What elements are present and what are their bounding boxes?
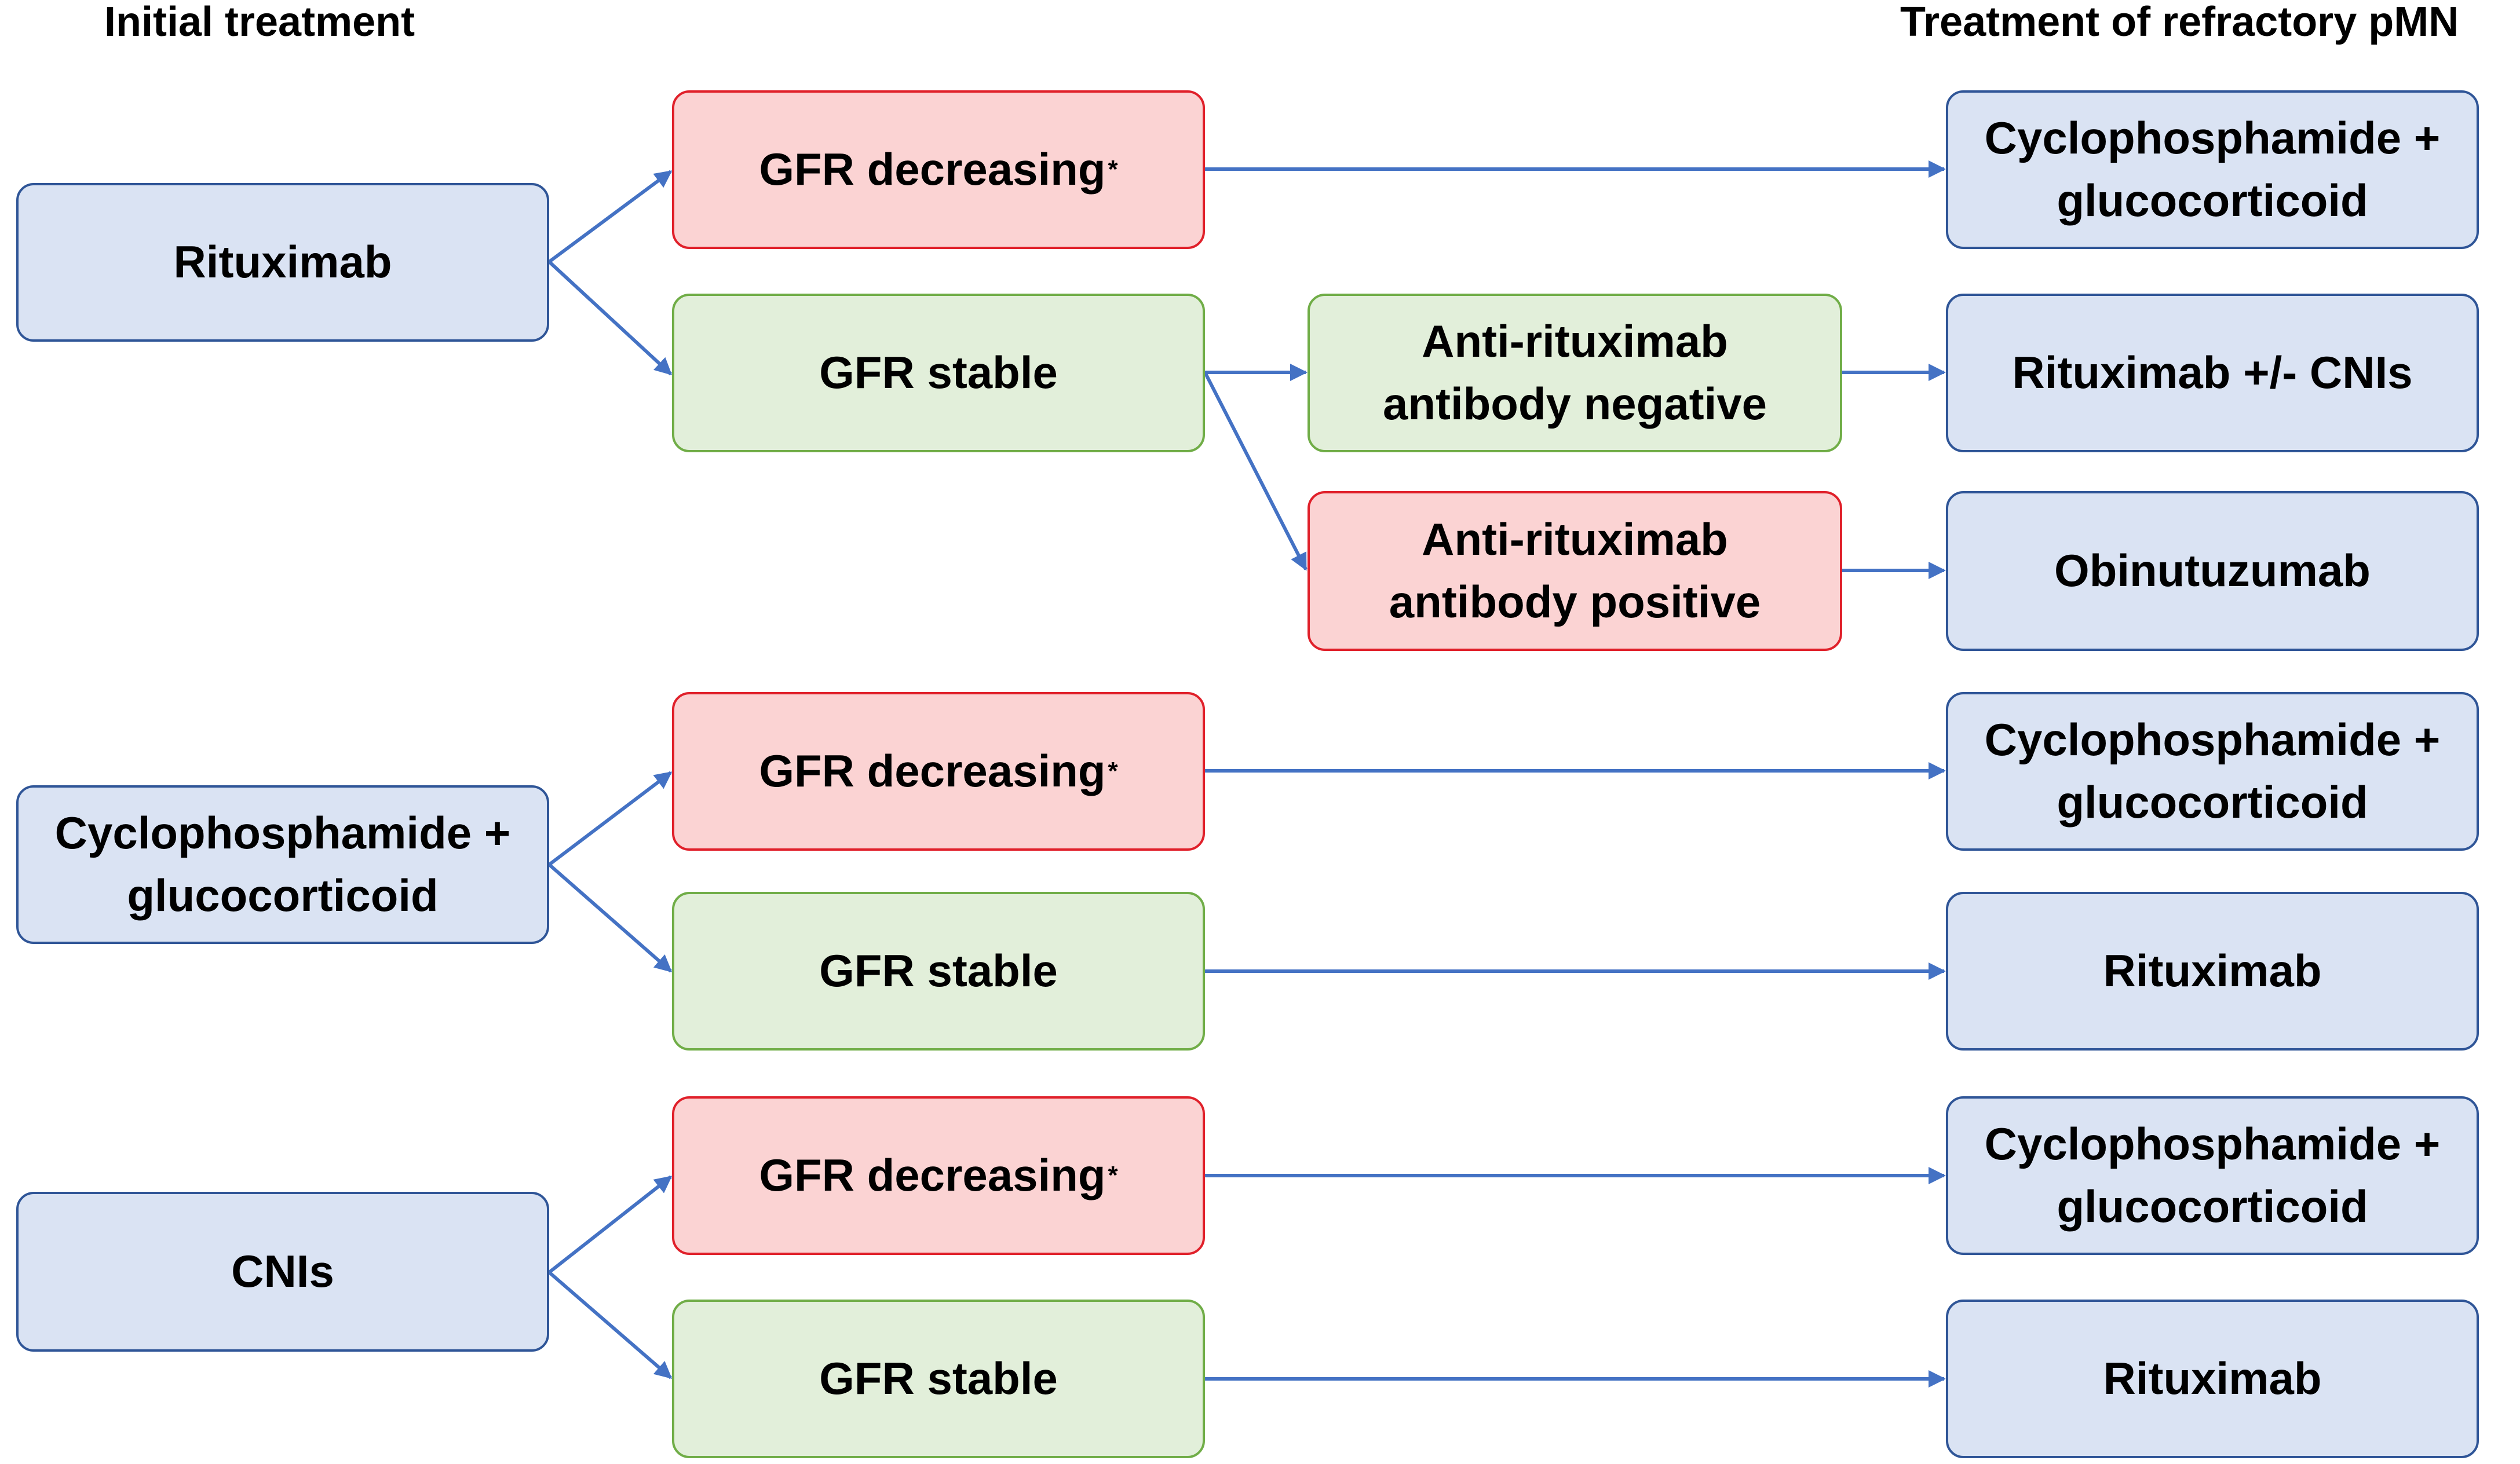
initial-rituximab-box: Rituximab (16, 183, 549, 342)
gfr-decreasing-box: GFR decreasing* (672, 1096, 1205, 1255)
gfr-decreasing-box: GFR decreasing* (672, 90, 1205, 249)
gfr-decreasing-label: GFR decreasing (759, 1150, 1106, 1201)
gfr-stable-label: GFR stable (819, 945, 1058, 997)
gfr-stable-label: GFR stable (819, 347, 1058, 398)
gfr-stable-box: GFR stable (672, 294, 1205, 452)
initial-rituximab-label: Rituximab (173, 236, 392, 288)
refractory-rituximab-cnis-box: Rituximab +/- CNIs (1946, 294, 2479, 452)
gfr-decreasing-label: GFR decreasing (759, 144, 1106, 195)
gfr-stable-box: GFR stable (672, 892, 1205, 1051)
arrow-cyclophosphamide-to-gfr-decreasing (548, 771, 673, 866)
refractory-rituximab-box: Rituximab (1946, 1300, 2479, 1458)
gfr-stable-label: GFR stable (819, 1353, 1058, 1404)
arrow-gfr-stable-to-antibody-positive (1203, 371, 1308, 571)
gfr-decreasing-label: GFR decreasing (759, 745, 1106, 797)
arrow-rituximab-to-gfr-stable (547, 260, 673, 376)
refractory-cyclophosphamide-box: Cyclophosphamide + glucocorticoid (1946, 1096, 2479, 1255)
gfr-stable-box: GFR stable (672, 1300, 1205, 1458)
refractory-rituximab-label: Rituximab (2103, 945, 2322, 997)
initial-cnis-label: CNIs (231, 1246, 334, 1297)
antibody-positive-box: Anti-rituximab antibody positive (1308, 491, 1842, 651)
refractory-obinutuzumab-label: Obinutuzumab (2054, 545, 2371, 596)
refractory-cyclophosphamide-box: Cyclophosphamide + glucocorticoid (1946, 692, 2479, 851)
antibody-negative-label: Anti-rituximab antibody negative (1382, 316, 1767, 429)
arrow-lines (547, 160, 1946, 1388)
initial-cnis-box: CNIs (16, 1192, 549, 1352)
refractory-rituximab-cnis-label: Rituximab +/- CNIs (2012, 347, 2413, 398)
arrow-cnis-to-gfr-decreasing (548, 1175, 673, 1274)
gfr-decreasing-box: GFR decreasing* (672, 692, 1205, 851)
refractory-obinutuzumab-box: Obinutuzumab (1946, 491, 2479, 651)
arrow-cnis-to-gfr-stable (548, 1271, 673, 1379)
refractory-rituximab-box: Rituximab (1946, 892, 2479, 1051)
refractory-rituximab-label: Rituximab (2103, 1353, 2322, 1404)
antibody-positive-label: Anti-rituximab antibody positive (1389, 514, 1761, 627)
refractory-cyclophosphamide-box: Cyclophosphamide + glucocorticoid (1946, 90, 2479, 249)
antibody-negative-box: Anti-rituximab antibody negative (1308, 294, 1842, 452)
initial-treatment-heading: Initial treatment (104, 0, 415, 45)
initial-cyclophosphamide-label: Cyclophosphamide + glucocorticoid (54, 807, 511, 921)
arrow-cyclophosphamide-to-gfr-stable (548, 863, 673, 973)
refractory-cyclophosphamide-label: Cyclophosphamide + glucocorticoid (1984, 1118, 2441, 1232)
refractory-cyclophosphamide-label: Cyclophosphamide + glucocorticoid (1984, 112, 2441, 226)
initial-cyclophosphamide-box: Cyclophosphamide + glucocorticoid (16, 785, 549, 944)
refractory-cyclophosphamide-label: Cyclophosphamide + glucocorticoid (1984, 714, 2441, 828)
arrow-rituximab-to-gfr-decreasing (548, 170, 673, 263)
refractory-treatment-heading: Treatment of refractory pMN (1900, 0, 2459, 45)
